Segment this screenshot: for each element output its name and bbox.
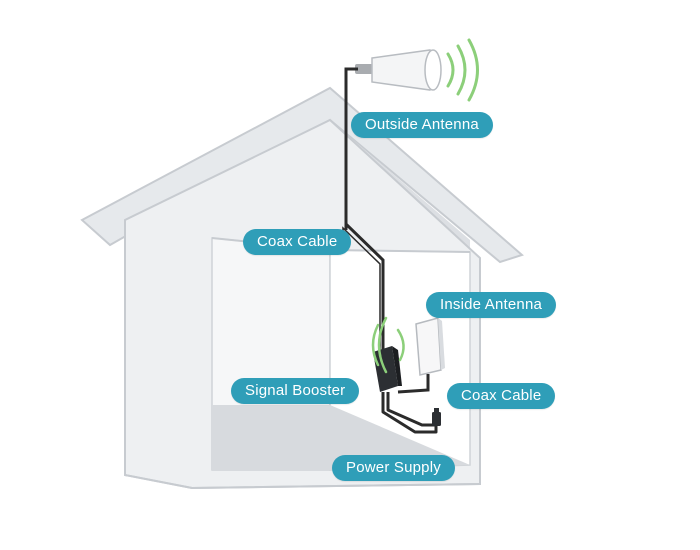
power-adapter-icon [432, 408, 441, 426]
roof [80, 86, 524, 264]
label-power-supply: Power Supply [332, 455, 455, 481]
outside-signal-waves-icon [446, 38, 479, 102]
house-structure [80, 86, 524, 490]
label-coax-cable-top: Coax Cable [243, 229, 352, 255]
interior-floor [212, 405, 470, 470]
label-outside-antenna: Outside Antenna [351, 112, 493, 138]
lower-cables [381, 392, 438, 434]
label-inside-antenna: Inside Antenna [426, 292, 557, 318]
label-signal-booster: Signal Booster [231, 378, 360, 404]
label-coax-cable-bottom: Coax Cable [447, 383, 556, 409]
booster-signal-waves-icon [371, 316, 405, 374]
outside-antenna-icon [344, 49, 442, 230]
inside-antenna-icon [397, 317, 445, 394]
